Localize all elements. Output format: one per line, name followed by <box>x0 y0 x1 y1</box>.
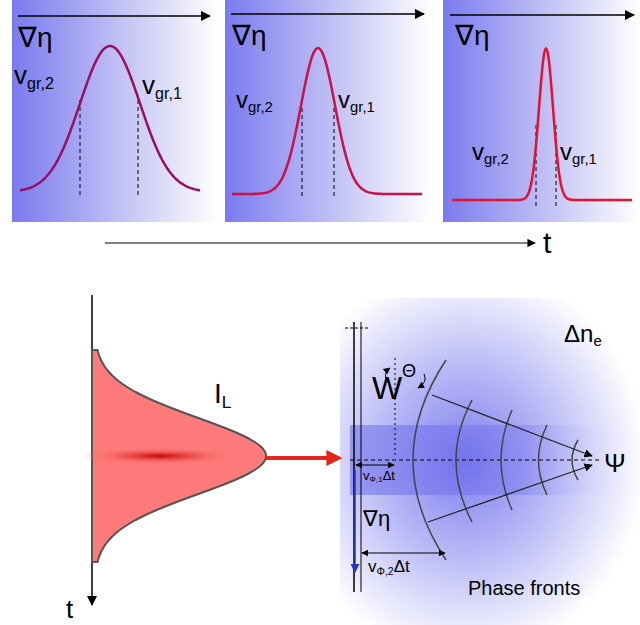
pulse-curve <box>232 48 422 194</box>
dashed-markers <box>80 100 556 208</box>
panels <box>12 0 640 222</box>
velocity-label: vgr,1 <box>338 88 375 112</box>
angle-label: Θ <box>402 362 416 380</box>
plasma-lines <box>345 322 600 592</box>
pulse-curve <box>20 46 200 190</box>
plasma <box>340 298 640 625</box>
laser-arrow <box>266 456 336 460</box>
distance-label: vΦ,2Δt <box>368 558 410 575</box>
pulse-curves <box>20 46 632 200</box>
velocity-label: vgr,1 <box>142 72 182 98</box>
velocity-label: vgr,1 <box>560 140 597 164</box>
gradient-arrow <box>354 470 356 572</box>
angle-label: Ψ <box>604 450 626 476</box>
time-label: t <box>66 596 73 622</box>
gradient-arrows <box>18 14 634 16</box>
gradient-label: ∇η <box>232 22 267 50</box>
gradient-label: ∇η <box>363 508 390 530</box>
gradient-label: ∇η <box>455 22 490 50</box>
velocity-label: vgr,2 <box>236 88 273 112</box>
gradient-label: ∇η <box>18 24 53 52</box>
pulse-curve <box>452 49 632 200</box>
intensity-label: IL <box>214 380 231 408</box>
width-label: W <box>372 372 402 404</box>
distance-label: vΦ,1Δt <box>363 469 395 482</box>
velocity-label: vgr,2 <box>14 62 54 88</box>
pulse-core <box>80 447 240 465</box>
time-label: t <box>543 228 551 258</box>
density-label: Δne <box>564 322 602 346</box>
time-axis <box>105 242 535 243</box>
caption-label: Phase fronts <box>468 578 580 598</box>
velocity-label: vgr,2 <box>472 140 509 164</box>
